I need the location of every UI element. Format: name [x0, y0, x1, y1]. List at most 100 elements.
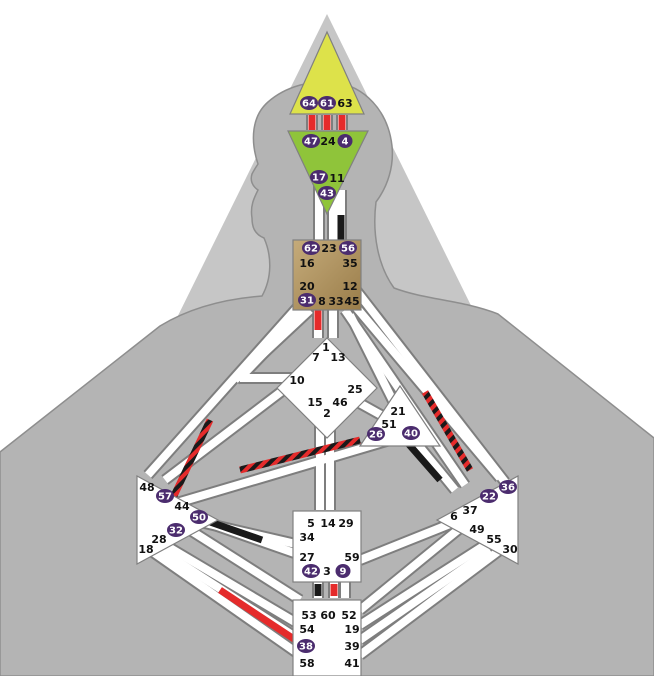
gate-36-label: 36	[501, 483, 515, 494]
gate-49-label: 49	[469, 523, 484, 536]
gate-16-label: 16	[299, 257, 315, 270]
gate-11-label: 11	[329, 172, 344, 185]
gate-13-label: 13	[330, 351, 345, 364]
gate-21-label: 21	[390, 405, 405, 418]
gate-43-label: 43	[320, 189, 334, 200]
gate-15-label: 15	[307, 396, 322, 409]
gate-badge	[499, 480, 517, 494]
gate-57-label: 57	[158, 492, 172, 503]
gate-badge	[480, 489, 498, 503]
gate-35-label: 35	[342, 257, 357, 270]
gate-40-label: 40	[404, 429, 418, 440]
channel-track	[145, 297, 307, 478]
channel-track	[357, 546, 503, 659]
gate-50-label: 50	[192, 513, 206, 524]
channel-activation	[421, 390, 474, 472]
gate-badge	[318, 96, 336, 110]
channel-track	[147, 546, 303, 659]
channel-track	[357, 516, 473, 614]
gate-46-label: 46	[332, 396, 348, 409]
gate-badge	[156, 489, 174, 503]
gate-17-label: 17	[312, 173, 326, 184]
gate-5-label: 5	[307, 517, 315, 530]
channel-track	[162, 541, 303, 629]
gate-29-label: 29	[338, 517, 353, 530]
channel-track	[358, 516, 462, 564]
channel-activation	[168, 418, 214, 502]
gate-47-label: 47	[304, 137, 318, 148]
root-center	[292, 599, 362, 676]
gate-54-label: 54	[299, 623, 315, 636]
gate-52-label: 52	[341, 609, 356, 622]
gate-55-label: 55	[486, 533, 501, 546]
gate-badge	[302, 241, 320, 255]
gate-2-label: 2	[323, 407, 331, 420]
gate-34-label: 34	[299, 531, 315, 544]
gate-badge	[310, 170, 328, 184]
gate-61-label: 61	[320, 99, 334, 110]
gate-badge	[167, 523, 185, 537]
gate-badge	[402, 426, 420, 440]
gate-63-label: 63	[337, 97, 352, 110]
gate-41-label: 41	[344, 657, 359, 670]
gate-badge	[190, 510, 208, 524]
gate-27-label: 27	[299, 551, 314, 564]
gate-8-label: 8	[318, 295, 326, 308]
channel-activation	[402, 437, 443, 483]
channel-activation	[218, 587, 302, 646]
channel-track	[346, 313, 399, 407]
channel-activation	[239, 436, 361, 474]
gate-64-label: 64	[302, 99, 316, 110]
g-center	[276, 337, 378, 439]
gate-28-label: 28	[151, 533, 166, 546]
gate-3-label: 3	[323, 565, 331, 578]
gate-14-label: 14	[320, 517, 336, 530]
ajna-center	[287, 130, 369, 216]
gate-badge	[300, 96, 318, 110]
gate-45-label: 45	[344, 295, 359, 308]
centers-layer	[136, 30, 519, 676]
channel-track	[352, 287, 509, 485]
channel-track	[168, 436, 392, 509]
gate-1-label: 1	[322, 341, 330, 354]
gate-19-label: 19	[344, 623, 359, 636]
gate-24-label: 24	[320, 135, 336, 148]
gate-59-label: 59	[344, 551, 359, 564]
gate-10-label: 10	[289, 374, 305, 387]
gate-badge	[302, 134, 320, 148]
gate-25-label: 25	[347, 383, 362, 396]
channel-track	[357, 541, 488, 629]
gate-39-label: 39	[344, 640, 359, 653]
gate-44-label: 44	[174, 500, 190, 513]
solar-plexus-center	[435, 474, 519, 566]
gate-12-label: 12	[342, 280, 357, 293]
gate-37-label: 37	[462, 504, 477, 517]
gate-9-label: 9	[340, 567, 347, 578]
gate-56-label: 56	[341, 244, 355, 255]
gate-42-label: 42	[304, 567, 318, 578]
gate-6-label: 6	[450, 510, 458, 523]
channel-track	[237, 302, 313, 381]
gate-26-label: 26	[369, 430, 383, 441]
gate-badge	[367, 427, 385, 441]
gate-badge	[318, 186, 336, 200]
gate-badge	[335, 564, 351, 578]
gate-4-label: 4	[342, 137, 349, 148]
gate-48-label: 48	[139, 481, 154, 494]
gate-22-label: 22	[482, 492, 496, 503]
gate-badge	[302, 564, 320, 578]
channel-activation	[208, 518, 264, 544]
gate-38-label: 38	[299, 642, 313, 653]
gate-60-label: 60	[320, 609, 336, 622]
head-center	[289, 30, 365, 115]
gate-20-label: 20	[299, 280, 315, 293]
gate-31-label: 31	[300, 296, 314, 307]
gate-33-label: 33	[328, 295, 343, 308]
gate-18-label: 18	[138, 543, 153, 556]
gate-badge	[298, 293, 316, 307]
gate-7-label: 7	[312, 351, 320, 364]
gate-51-label: 51	[381, 418, 396, 431]
gate-32-label: 32	[169, 526, 183, 537]
gate-badge	[337, 134, 353, 148]
